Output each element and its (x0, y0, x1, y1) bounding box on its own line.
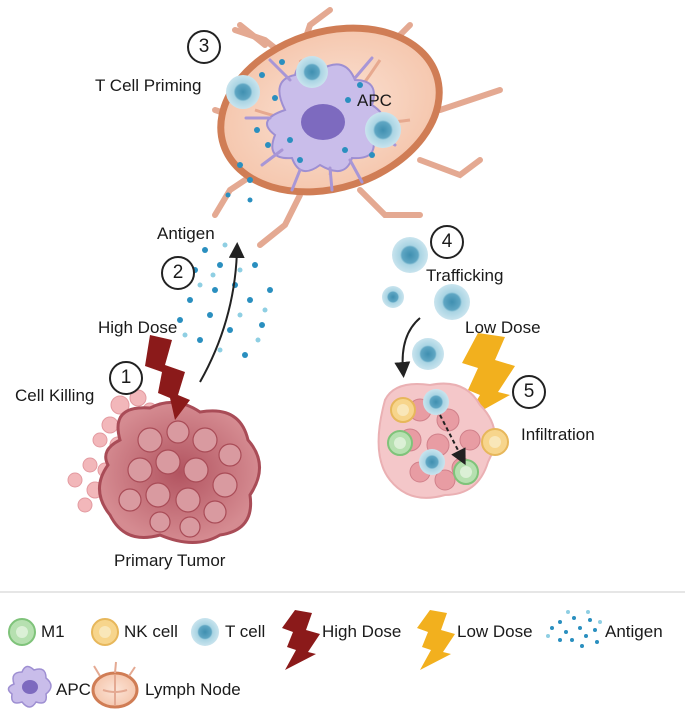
step-1-badge: 1 (109, 361, 143, 395)
infiltrated-tumor (377, 382, 509, 499)
nk-cell-icon (91, 618, 119, 646)
primary-tumor (67, 389, 261, 544)
low-dose-bolt (462, 333, 515, 420)
antigen-cloud (177, 242, 273, 358)
legend-antigen-label: Antigen (605, 622, 663, 641)
infiltration-label: Infiltration (521, 425, 595, 444)
high-dose-icon (282, 610, 320, 670)
legend-m1-label: M1 (41, 622, 65, 641)
apc-legend-icon (7, 665, 52, 708)
high-dose-bolt (145, 335, 190, 420)
apc-label: APC (357, 91, 392, 110)
lymph-node-legend-icon (91, 661, 139, 709)
low-dose-label: Low Dose (465, 318, 541, 337)
trafficking-t-cells (382, 237, 470, 370)
legend-nk-cell-label: NK cell (124, 622, 178, 641)
step-2-badge: 2 (161, 256, 195, 290)
legend-apc-label: APC (56, 680, 91, 699)
cell-killing-label: Cell Killing (15, 386, 95, 405)
m1-icon (8, 618, 36, 646)
legend-t-cell-label: T cell (225, 622, 266, 641)
t-cell-node-1 (226, 75, 260, 109)
antigen-label: Antigen (157, 224, 215, 243)
step-3-badge: 3 (187, 30, 221, 64)
t-cell-priming-label: T Cell Priming (95, 76, 202, 95)
primary-tumor-label: Primary Tumor (114, 551, 226, 570)
legend-high-dose-label: High Dose (322, 622, 402, 641)
step-5-badge: 5 (512, 375, 546, 409)
trafficking-arrow (394, 317, 421, 378)
legend-lymph-node-label: Lymph Node (145, 680, 241, 699)
t-cell-node-3 (365, 112, 401, 148)
low-dose-icon (417, 610, 455, 670)
step-4-badge: 4 (430, 225, 464, 259)
antigen-icon (546, 610, 602, 648)
trafficking-label: Trafficking (426, 266, 504, 285)
antigen-dots-node (225, 59, 375, 203)
legend-low-dose-label: Low Dose (457, 622, 533, 641)
antigen-arrow (199, 242, 245, 383)
t-cell-node-2 (296, 56, 328, 88)
t-cell-icon (191, 618, 219, 646)
high-dose-label: High Dose (98, 318, 178, 337)
